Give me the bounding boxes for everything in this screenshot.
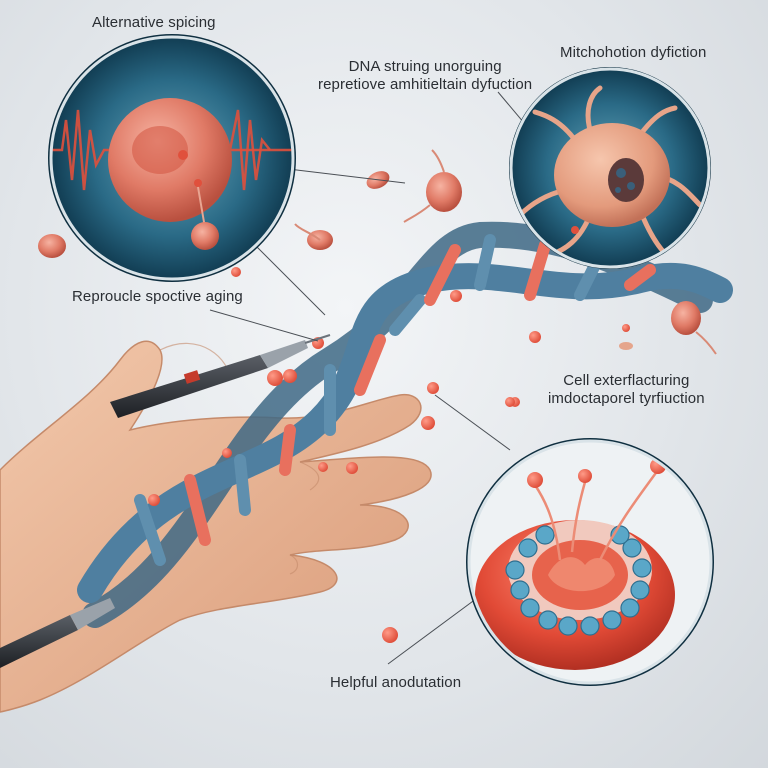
- hand-illustration: [0, 340, 432, 713]
- label-helpful-annotation: Helpful anodutation: [330, 674, 462, 691]
- inset-mitochondria: [509, 67, 711, 269]
- label-dna-dysfunction: DNA struing unorguing repretiove amhitie…: [318, 58, 533, 93]
- pen-tool-upper: [110, 334, 331, 418]
- label-reproductive-aging: Reproucle spoctive aging: [72, 288, 243, 305]
- inset-tissue-cross-section: [466, 438, 714, 686]
- label-alternative-splicing: Alternative spicing: [92, 14, 216, 31]
- label-mitochondria: Mitchohotion dyfiction: [560, 44, 707, 61]
- pen-tool-lower: [0, 598, 115, 668]
- label-cell-dysfunction: Cell exterflacturing imdoctaporel tyrfiu…: [548, 372, 705, 407]
- floating-cells: [38, 74, 717, 407]
- inset-alternative-splicing: [48, 34, 296, 282]
